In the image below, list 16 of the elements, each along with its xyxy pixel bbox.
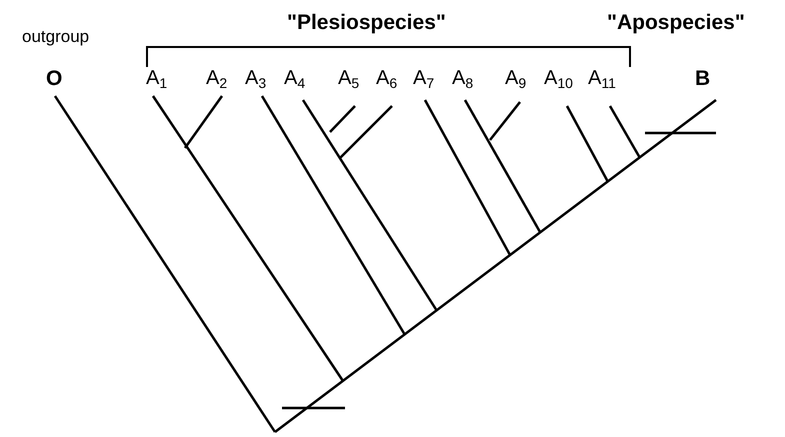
group-label: B <box>695 68 710 89</box>
taxon-label: A$_{5}$ <box>338 68 360 88</box>
taxon-label: A$_{9}$ <box>505 68 526 88</box>
taxon-label: A$_{7}$ <box>413 68 434 88</box>
group-label: "Plesiospecies" <box>287 12 446 33</box>
taxon-label: A$_{4}$ <box>284 68 306 88</box>
group-label: O <box>46 68 62 89</box>
taxon-label: A$_{6}$ <box>376 68 398 88</box>
taxon-label: A$_{10}$ <box>544 68 573 88</box>
taxon-label: A$_{11}$ <box>588 68 616 88</box>
group-label: "Apospecies" <box>607 12 745 33</box>
taxon-label: A$_{3}$ <box>245 68 266 88</box>
taxon-label: A$_{8}$ <box>452 68 474 88</box>
taxon-label: A$_{2}$ <box>206 68 228 88</box>
taxon-label: A$_{1}$ <box>146 68 168 88</box>
group-label: outgroup <box>22 28 90 45</box>
